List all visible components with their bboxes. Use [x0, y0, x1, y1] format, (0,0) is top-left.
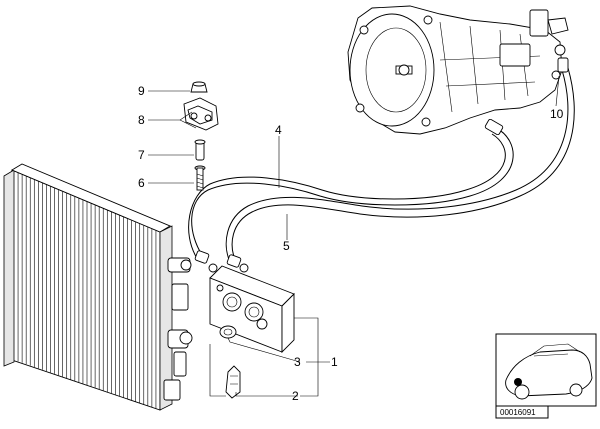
- callout-10: 10: [550, 107, 564, 121]
- transmission: [347, 5, 569, 135]
- o-ring: [219, 325, 237, 339]
- vehicle-inset: 00016091: [495, 333, 597, 419]
- callout-5: 5: [283, 239, 290, 253]
- clip: [225, 365, 241, 399]
- drawing-code: 00016091: [500, 408, 536, 417]
- callout-3: 3: [294, 355, 301, 369]
- callout-1: 1: [331, 355, 338, 369]
- radiator: [3, 163, 193, 411]
- callout-9: 9: [138, 84, 145, 98]
- small-parts: [183, 81, 219, 191]
- leader-lines: [148, 75, 560, 397]
- callout-8: 8: [138, 113, 145, 127]
- location-marker: [514, 378, 522, 386]
- callout-2: 2: [292, 389, 299, 403]
- callout-7: 7: [138, 148, 145, 162]
- callout-6: 6: [138, 176, 145, 190]
- oil-cooler-lines: [188, 57, 575, 273]
- oil-cooler: [209, 265, 295, 354]
- callout-4: 4: [275, 123, 282, 137]
